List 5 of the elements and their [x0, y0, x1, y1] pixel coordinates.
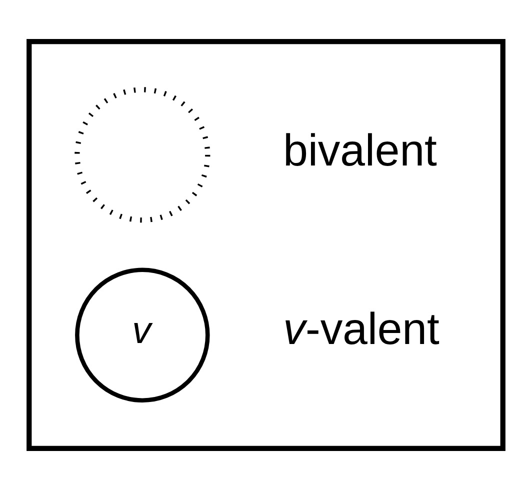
node-circle: v: [75, 267, 210, 402]
cluster: [26, 38, 506, 450]
node-circle: [74, 86, 210, 222]
node-label: bivalent: [283, 126, 437, 176]
node-label: v-valent: [283, 304, 440, 354]
